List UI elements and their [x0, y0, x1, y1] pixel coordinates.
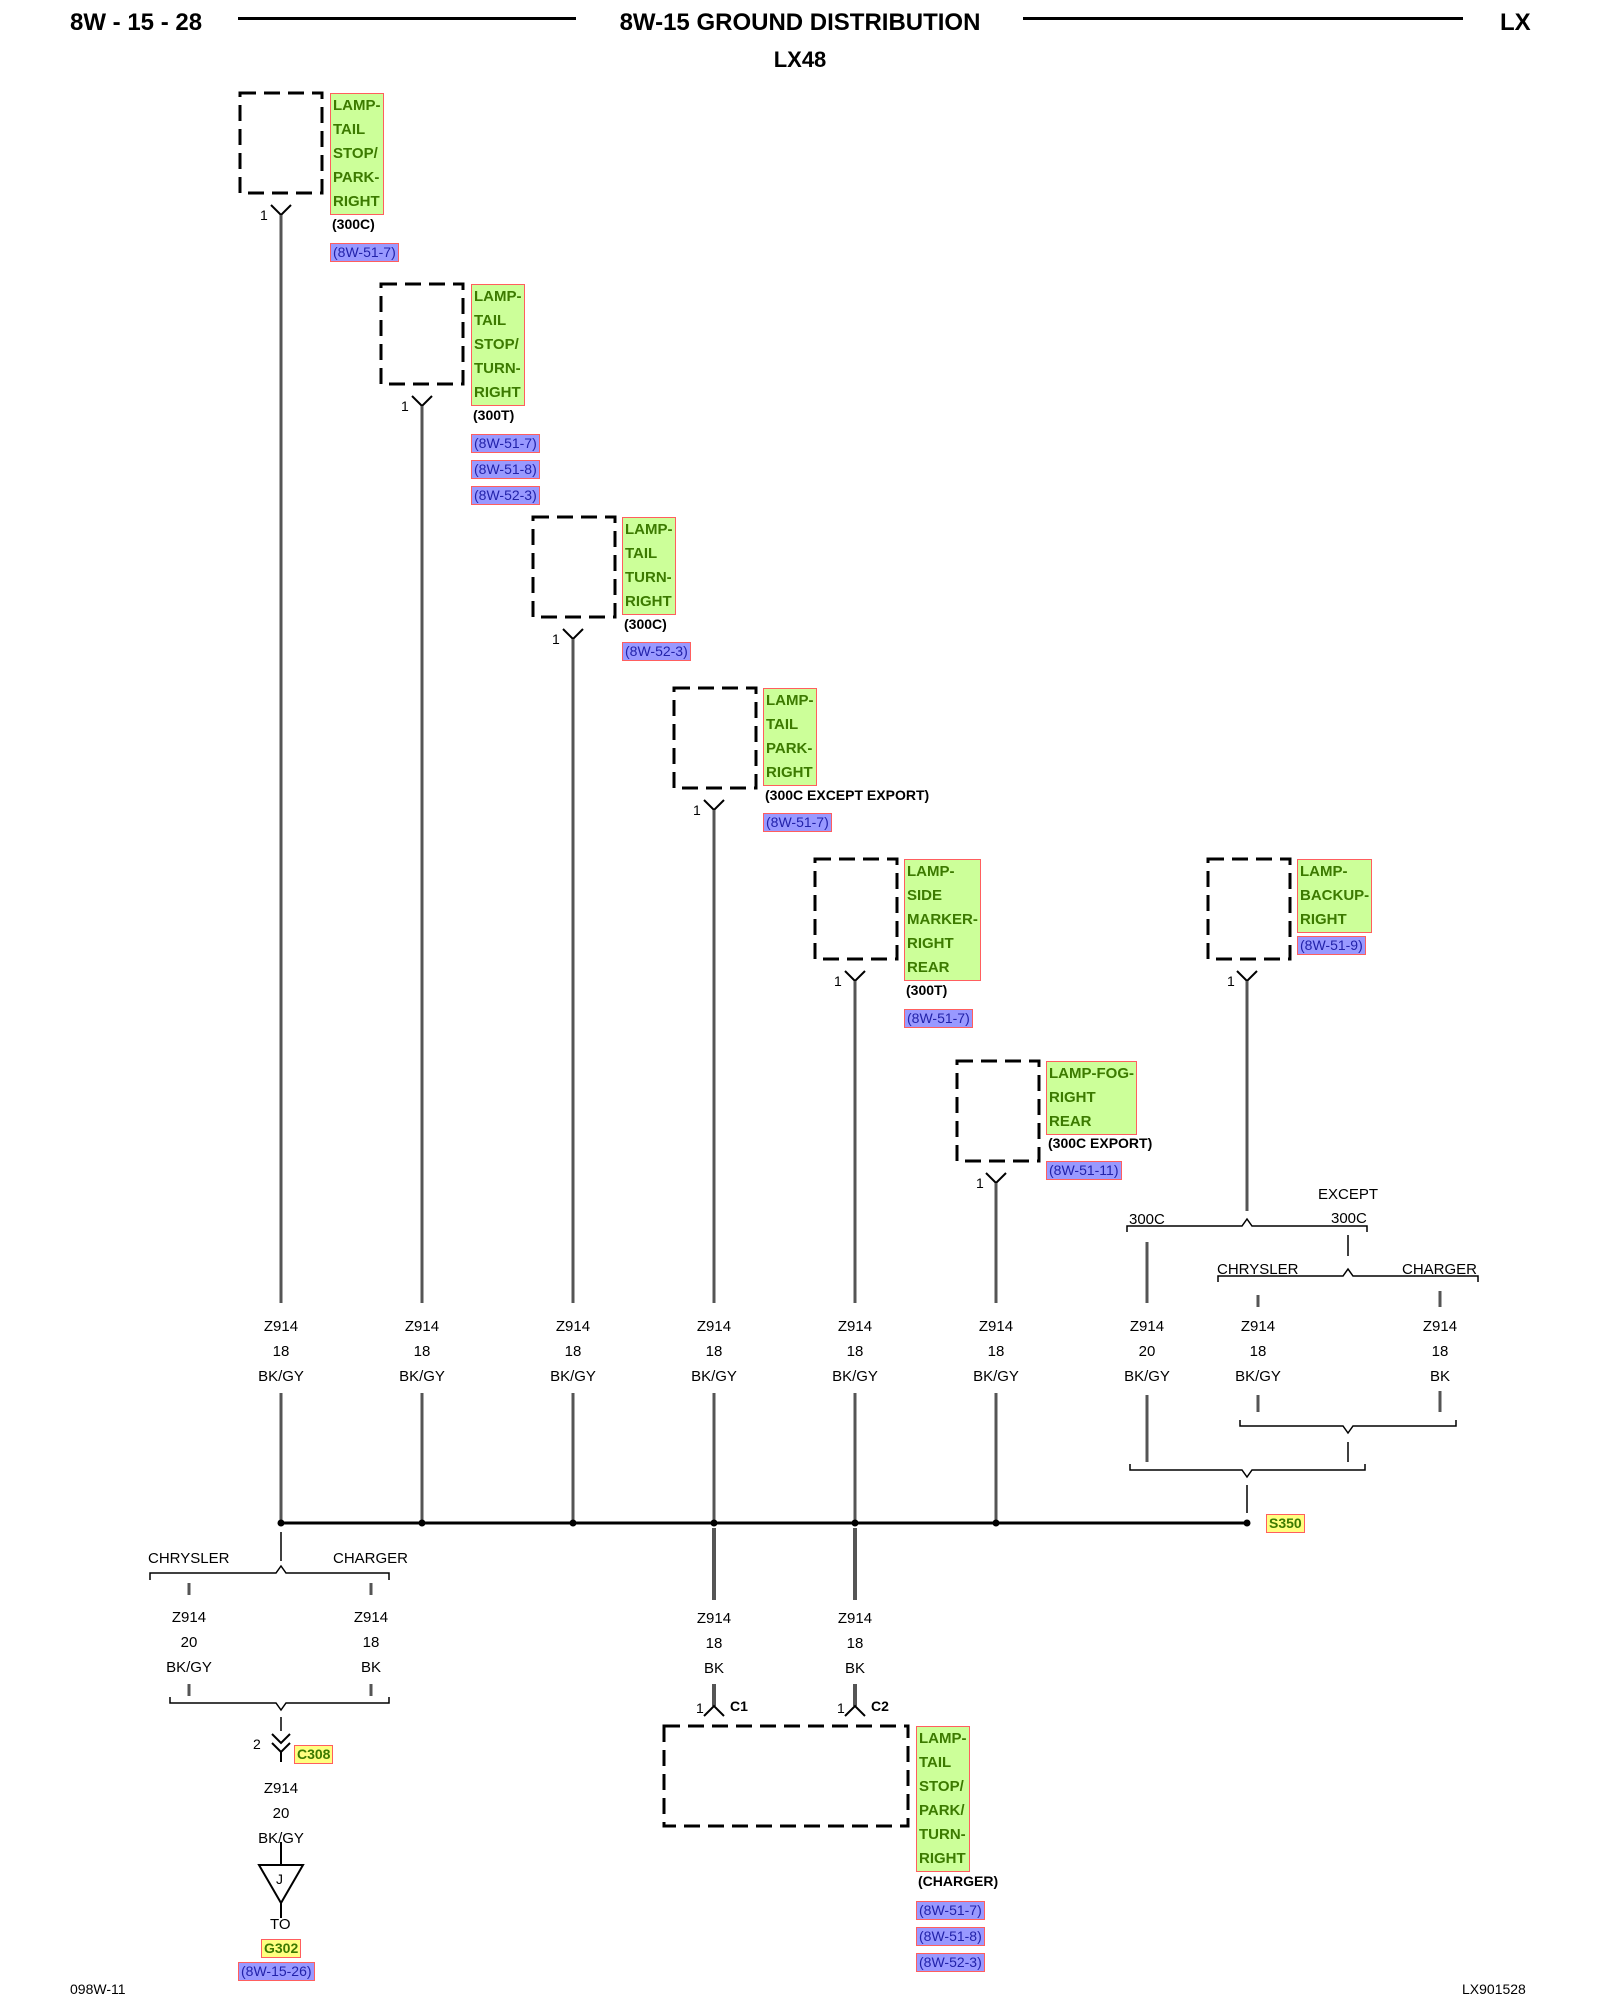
ground-j-triangle	[257, 1864, 305, 1905]
pin-symbol-4	[703, 799, 725, 812]
c2-pin-symbol	[844, 1704, 866, 1717]
pin-symbol-2	[411, 395, 433, 408]
pin-number: 1	[837, 1700, 845, 1716]
component-box-6	[955, 1059, 1041, 1163]
page-subtitle: LX48	[773, 47, 827, 72]
cross-reference-link[interactable]: (8W-52-3)	[916, 1953, 985, 1972]
component-box-1	[238, 91, 324, 195]
cross-reference-link[interactable]: (8W-52-3)	[471, 486, 540, 505]
pin-number: 2	[253, 1736, 261, 1752]
connector-label-c2: C2	[871, 1698, 889, 1714]
cross-reference-link[interactable]: (8W-51-7)	[763, 813, 832, 832]
cross-reference-link[interactable]: (8W-51-7)	[904, 1009, 973, 1028]
pin-number: 1	[401, 398, 409, 414]
pin-symbol-6	[985, 1172, 1007, 1185]
footer-left-code: 098W-11	[70, 1981, 126, 1997]
component-note: (300T)	[906, 982, 948, 998]
junction-label: J	[276, 1871, 283, 1887]
pin-number: 1	[552, 631, 560, 647]
branch-label-300c-except: 300C	[1331, 1210, 1367, 1227]
cross-reference-link[interactable]: (8W-51-7)	[330, 243, 399, 262]
cross-reference-link[interactable]: (8W-51-8)	[471, 460, 540, 479]
pin-number: 1	[696, 1700, 704, 1716]
cross-reference-list: (8W-51-7) (8W-51-8) (8W-52-3)	[471, 434, 540, 512]
pin-number: 1	[834, 973, 842, 989]
component-note: (300C)	[624, 616, 667, 632]
component-box-charger-lamp	[662, 1724, 910, 1828]
component-label-backup-right: LAMP-BACKUP-RIGHT	[1297, 859, 1373, 933]
cross-reference-link[interactable]: (8W-51-7)	[471, 434, 540, 453]
pin-number: 1	[693, 802, 701, 818]
pin-symbol-1	[270, 204, 292, 217]
component-note: (300C EXPORT)	[1048, 1135, 1153, 1151]
component-box-5	[813, 857, 899, 961]
pin-number: 1	[976, 1175, 984, 1191]
to-label: TO	[270, 1916, 291, 1933]
component-note: (300T)	[473, 407, 515, 423]
branch-label-charger: CHARGER	[333, 1550, 409, 1567]
branch-label-chrysler: CHRYSLER	[148, 1550, 230, 1567]
header-rule-right	[1023, 17, 1463, 20]
pin-symbol-3	[562, 628, 584, 641]
component-box-4	[672, 686, 758, 790]
cross-reference-link[interactable]: (8W-15-26)	[238, 1962, 315, 1981]
splice-label-s350[interactable]: S350	[1266, 1514, 1305, 1533]
c308-pin-symbol	[271, 1733, 291, 1754]
cross-reference-link[interactable]: (8W-51-7)	[916, 1901, 985, 1920]
branch-label-except: EXCEPT	[1318, 1186, 1379, 1203]
page-code: 8W - 15 - 28	[70, 9, 203, 36]
branch-label-300c: 300C	[1129, 1211, 1165, 1228]
component-note: (CHARGER)	[918, 1873, 999, 1889]
branch-label-charger: CHARGER	[1402, 1261, 1478, 1278]
page-title: 8W-15 GROUND DISTRIBUTION	[619, 9, 981, 36]
connector-label-c1: C1	[730, 1698, 748, 1714]
branch-label-chrysler: CHRYSLER	[1217, 1261, 1299, 1278]
cross-reference-link[interactable]: (8W-51-11)	[1046, 1161, 1122, 1180]
pin-number: 1	[260, 207, 268, 223]
component-note: (300C EXCEPT EXPORT)	[765, 787, 930, 803]
pin-symbol-5	[844, 970, 866, 983]
component-box-3	[531, 515, 617, 619]
vehicle-code: LX	[1500, 9, 1531, 36]
cross-reference-link[interactable]: (8W-52-3)	[622, 642, 691, 661]
cross-reference-link[interactable]: (8W-51-8)	[916, 1927, 985, 1946]
component-box-2	[379, 282, 465, 386]
component-box-7	[1206, 857, 1292, 961]
cross-reference-link[interactable]: (8W-51-9)	[1297, 936, 1366, 955]
c1-pin-symbol	[703, 1704, 725, 1717]
cross-reference-list: (8W-51-7) (8W-51-8) (8W-52-3)	[916, 1901, 985, 1979]
component-note: (300C)	[332, 216, 375, 232]
connector-label-c308[interactable]: C308	[294, 1745, 334, 1764]
pin-symbol-7	[1236, 970, 1258, 983]
ground-label-g302[interactable]: G302	[261, 1939, 302, 1958]
footer-right-code: LX901528	[1462, 1981, 1526, 1997]
pin-number: 1	[1227, 973, 1235, 989]
header-rule-left	[238, 17, 576, 20]
